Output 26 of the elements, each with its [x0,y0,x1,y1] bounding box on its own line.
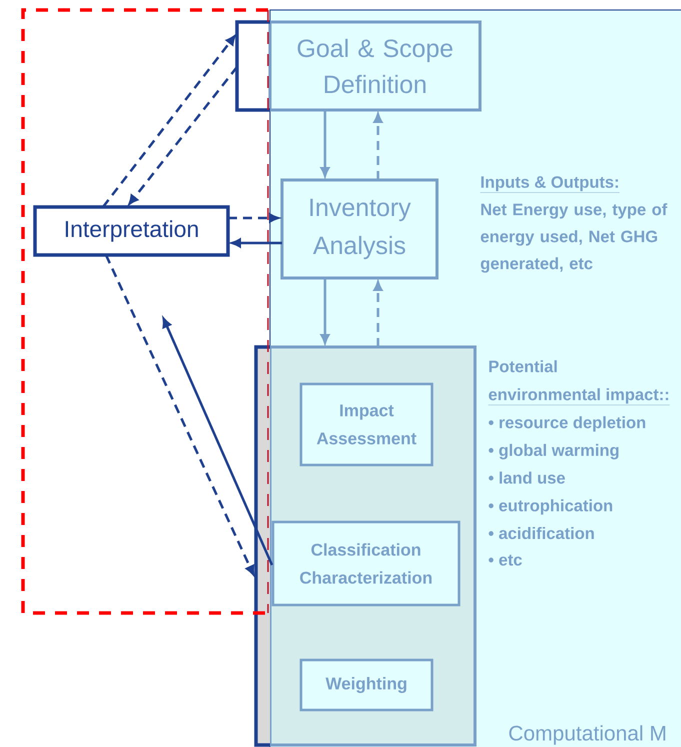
list-item: • global warming [488,444,618,460]
heading: Potential [489,360,557,372]
arrow [102,35,236,208]
process-box: Impact Assessment [300,382,434,466]
process-box: Inventory Analysis [280,178,438,280]
note: Net Energy use, type of energy used, Net GHG generated, etc [480,203,668,273]
process-box: Goal & Scope Definition [235,20,482,112]
list-item: • land use [488,472,565,484]
heading: Inputs & Outputs: [480,176,620,193]
list-item: • eutrophication [488,499,612,515]
arrow [162,318,274,566]
arrow [320,278,330,344]
heading: environmental impact:: [488,388,670,406]
process-box: Interpretation [33,205,230,257]
list-item: • resource depletion [488,416,646,432]
arrow [374,281,382,347]
list-item: • acidification [488,527,594,540]
list-item: • etc [488,554,522,566]
process-box: Weighting [300,658,434,712]
arrow [231,238,282,248]
process-box: Classification Characterization [272,520,460,606]
arrow [374,113,382,180]
arrow [320,110,330,177]
arrow [128,66,238,205]
arrow [228,214,279,222]
arrow [104,254,254,576]
